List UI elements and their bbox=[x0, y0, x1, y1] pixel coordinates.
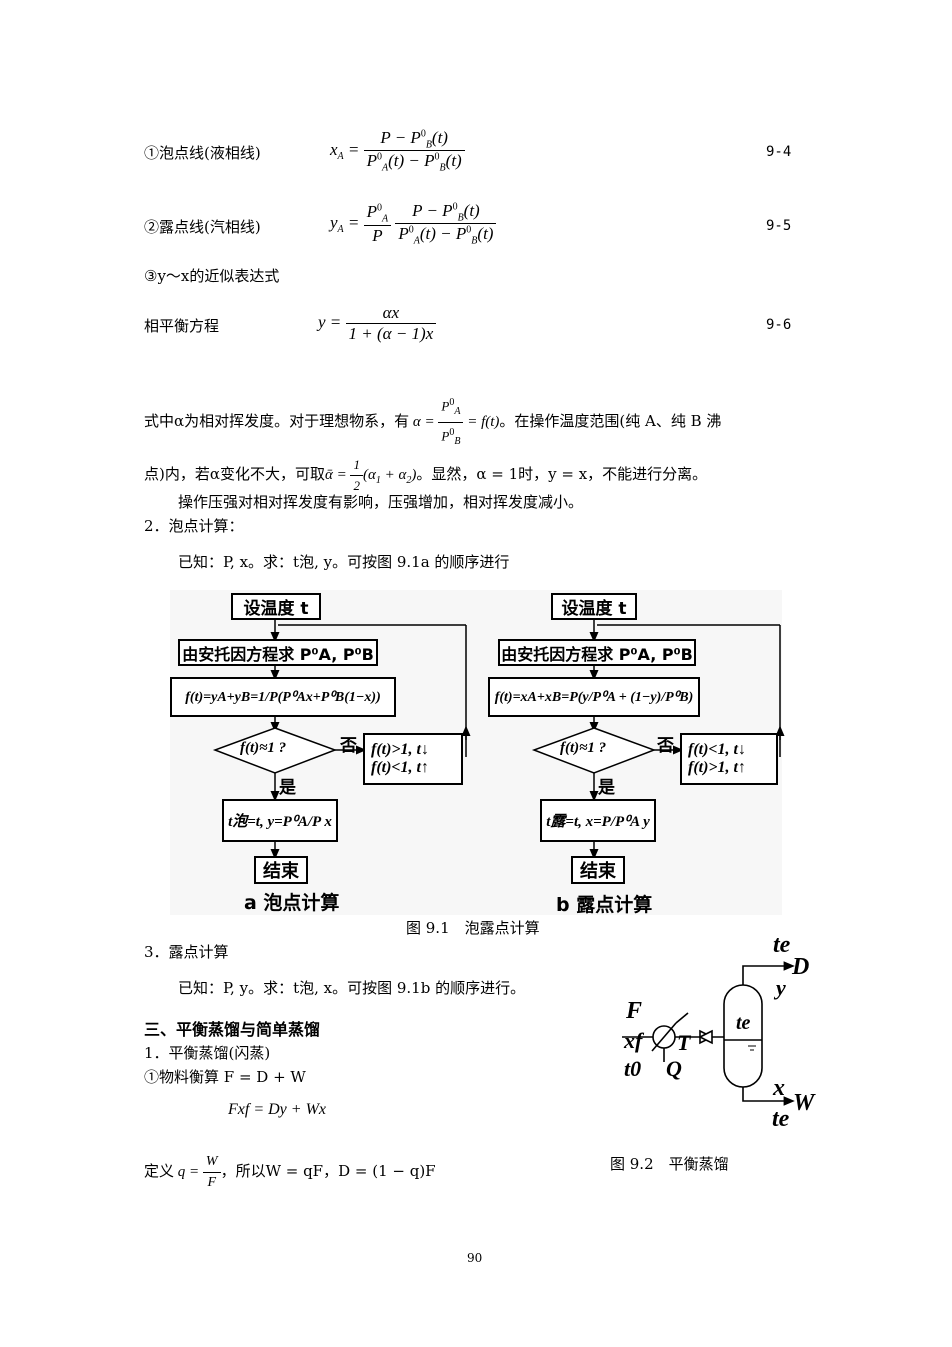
adjust-line-2: f(t)>1, t↑ bbox=[688, 759, 746, 776]
flash-W: W bbox=[793, 1090, 815, 1116]
flowchart-a-yes: 是 bbox=[279, 778, 296, 798]
figure-9-1-caption: 图 9.1 泡露点计算 bbox=[406, 919, 540, 937]
bubble-point-label: ①泡点线(液相线) bbox=[144, 144, 261, 162]
flowchart-a-start: 设温度 t bbox=[231, 593, 321, 620]
adjust-line-1: f(t)<1, t↓ bbox=[688, 741, 746, 758]
pressure-note: 操作压强对相对挥发度有影响，压强增加，相对挥发度减小。 bbox=[178, 493, 584, 511]
flash-xf: xf bbox=[624, 1028, 643, 1053]
flowchart-a-antoine: 由安托因方程求 P⁰A, P⁰B bbox=[178, 639, 378, 666]
flash-t0: t0 bbox=[624, 1056, 642, 1081]
flowchart-b-start: 设温度 t bbox=[551, 593, 637, 620]
flowchart-a-no: 否 bbox=[340, 736, 357, 756]
section-bubble-calc: 2．泡点计算： bbox=[144, 517, 244, 535]
page-number: 90 bbox=[467, 1251, 483, 1265]
flash-y: y bbox=[776, 975, 786, 1000]
flowchart-b-function: f(t)=xA+xB=P(y/P⁰A + (1−y)/P⁰B) bbox=[488, 677, 700, 717]
flowchart-b-end: 结束 bbox=[571, 856, 625, 884]
flash-subtitle: 1．平衡蒸馏(闪蒸) bbox=[144, 1044, 271, 1062]
flowchart-b-decision: f(t)≈1 ? bbox=[560, 740, 607, 756]
flowchart-b-adjust: f(t)<1, t↓ f(t)>1, t↑ bbox=[680, 733, 778, 785]
section-heading-flash: 三、平衡蒸馏与简单蒸馏 bbox=[144, 1020, 321, 1039]
flash-D: D bbox=[792, 954, 810, 980]
bubble-known: 已知：P, x。求：t泡, y。可按图 9.1a 的顺序进行 bbox=[178, 553, 510, 571]
flash-F: F bbox=[626, 998, 643, 1024]
flowchart-a-caption: a 泡点计算 bbox=[244, 892, 340, 914]
equation-number: 9-5 bbox=[766, 218, 792, 234]
dew-point-label: ②露点线(汽相线) bbox=[144, 218, 261, 236]
dew-known: 已知：P, y。求：t泡, x。可按图 9.1b 的顺序进行。 bbox=[178, 979, 526, 997]
component-balance: Fxf = Dy + Wx bbox=[228, 1101, 326, 1118]
equation-number: 9-6 bbox=[766, 317, 792, 333]
equation-number: 9-4 bbox=[766, 144, 792, 160]
flowchart-a-result: t泡=t, y=P⁰A/P x bbox=[222, 799, 338, 842]
flowchart-a-adjust: f(t)>1, t↓ f(t)<1, t↑ bbox=[363, 733, 463, 785]
flash-T: T bbox=[677, 1030, 691, 1055]
flowchart-a-decision: f(t)≈1 ? bbox=[240, 740, 287, 756]
adjust-line-2: f(t)<1, t↑ bbox=[371, 759, 429, 776]
flash-te-top: te bbox=[773, 932, 791, 958]
adjust-line-1: f(t)>1, t↓ bbox=[371, 741, 429, 758]
flowchart-a-function: f(t)=yA+yB=1/P(P⁰Ax+P⁰B(1−x)) bbox=[170, 677, 396, 717]
flowchart-b-antoine: 由安托因方程求 P⁰A, P⁰B bbox=[498, 639, 696, 666]
flash-Q: Q bbox=[666, 1056, 682, 1081]
flowchart-b-result: t露=t, x=P/P⁰A y bbox=[540, 799, 656, 842]
equilibrium-label: 相平衡方程 bbox=[144, 317, 220, 335]
bubble-point-formula: xA = P − P0B(t)P0A(t) − P0B(t) bbox=[330, 128, 465, 174]
section-dew-calc: 3．露点计算 bbox=[144, 943, 229, 961]
flowchart-b-no: 否 bbox=[657, 736, 674, 756]
flowchart-b-caption: b 露点计算 bbox=[556, 894, 653, 916]
flash-x: x bbox=[773, 1075, 785, 1101]
flowchart-a-end: 结束 bbox=[254, 856, 308, 884]
approx-label: ③y～x的近似表达式 bbox=[144, 267, 280, 285]
flash-te-bot: te bbox=[772, 1106, 790, 1132]
material-balance: ①物料衡算 F = D + W bbox=[144, 1068, 306, 1086]
flash-te-mid: te bbox=[736, 1012, 751, 1034]
flowchart-b-yes: 是 bbox=[598, 778, 615, 798]
figure-9-2-caption: 图 9.2 平衡蒸馏 bbox=[610, 1155, 729, 1173]
